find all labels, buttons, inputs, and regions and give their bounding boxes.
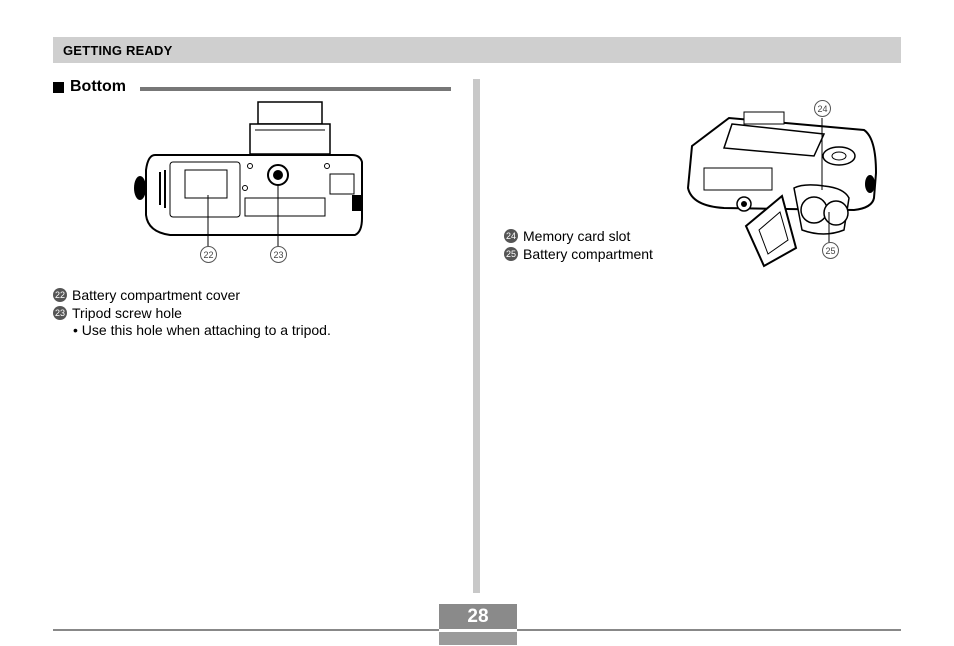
square-bullet-icon <box>53 81 64 93</box>
callout-24-icon: 24 <box>504 229 518 243</box>
list-item: 24 Memory card slot <box>504 228 630 244</box>
page-number-box: 28 <box>439 604 517 645</box>
bullet-note: • Use this hole when attaching to a trip… <box>73 322 331 338</box>
list-item-text: Battery compartment <box>523 246 653 262</box>
section-heading: Bottom <box>53 78 126 96</box>
list-item-text: Tripod screw hole <box>72 305 182 321</box>
callout-22-marker: 22 <box>200 246 217 263</box>
callout-25-marker: 25 <box>822 242 839 259</box>
list-item-text: Battery compartment cover <box>72 287 241 303</box>
callout-23-marker: 23 <box>270 246 287 263</box>
callout-25-icon: 25 <box>504 247 518 261</box>
camera-bottom-drawing <box>134 101 363 246</box>
heading-rule <box>140 87 451 91</box>
callout-24-marker: 24 <box>814 100 831 117</box>
section-title: Bottom <box>70 78 126 95</box>
list-item-text: Memory card slot <box>523 228 631 244</box>
camera-open-drawing <box>686 111 878 268</box>
column-divider <box>473 79 480 593</box>
list-item: 23 Tripod screw hole <box>53 305 182 321</box>
camera-bottom-figure: 22 23 <box>130 100 370 265</box>
callout-22-icon: 22 <box>53 288 67 302</box>
callout-23-icon: 23 <box>53 306 67 320</box>
page-number: 28 <box>439 604 517 629</box>
list-item: 25 Battery compartment <box>504 246 653 262</box>
list-item: 22 Battery compartment cover <box>53 287 240 303</box>
page-number-gap <box>439 629 517 632</box>
header-bar: GETTING READY <box>53 37 901 63</box>
camera-open-figure: 24 25 <box>684 98 884 270</box>
header-title: GETTING READY <box>63 43 173 58</box>
